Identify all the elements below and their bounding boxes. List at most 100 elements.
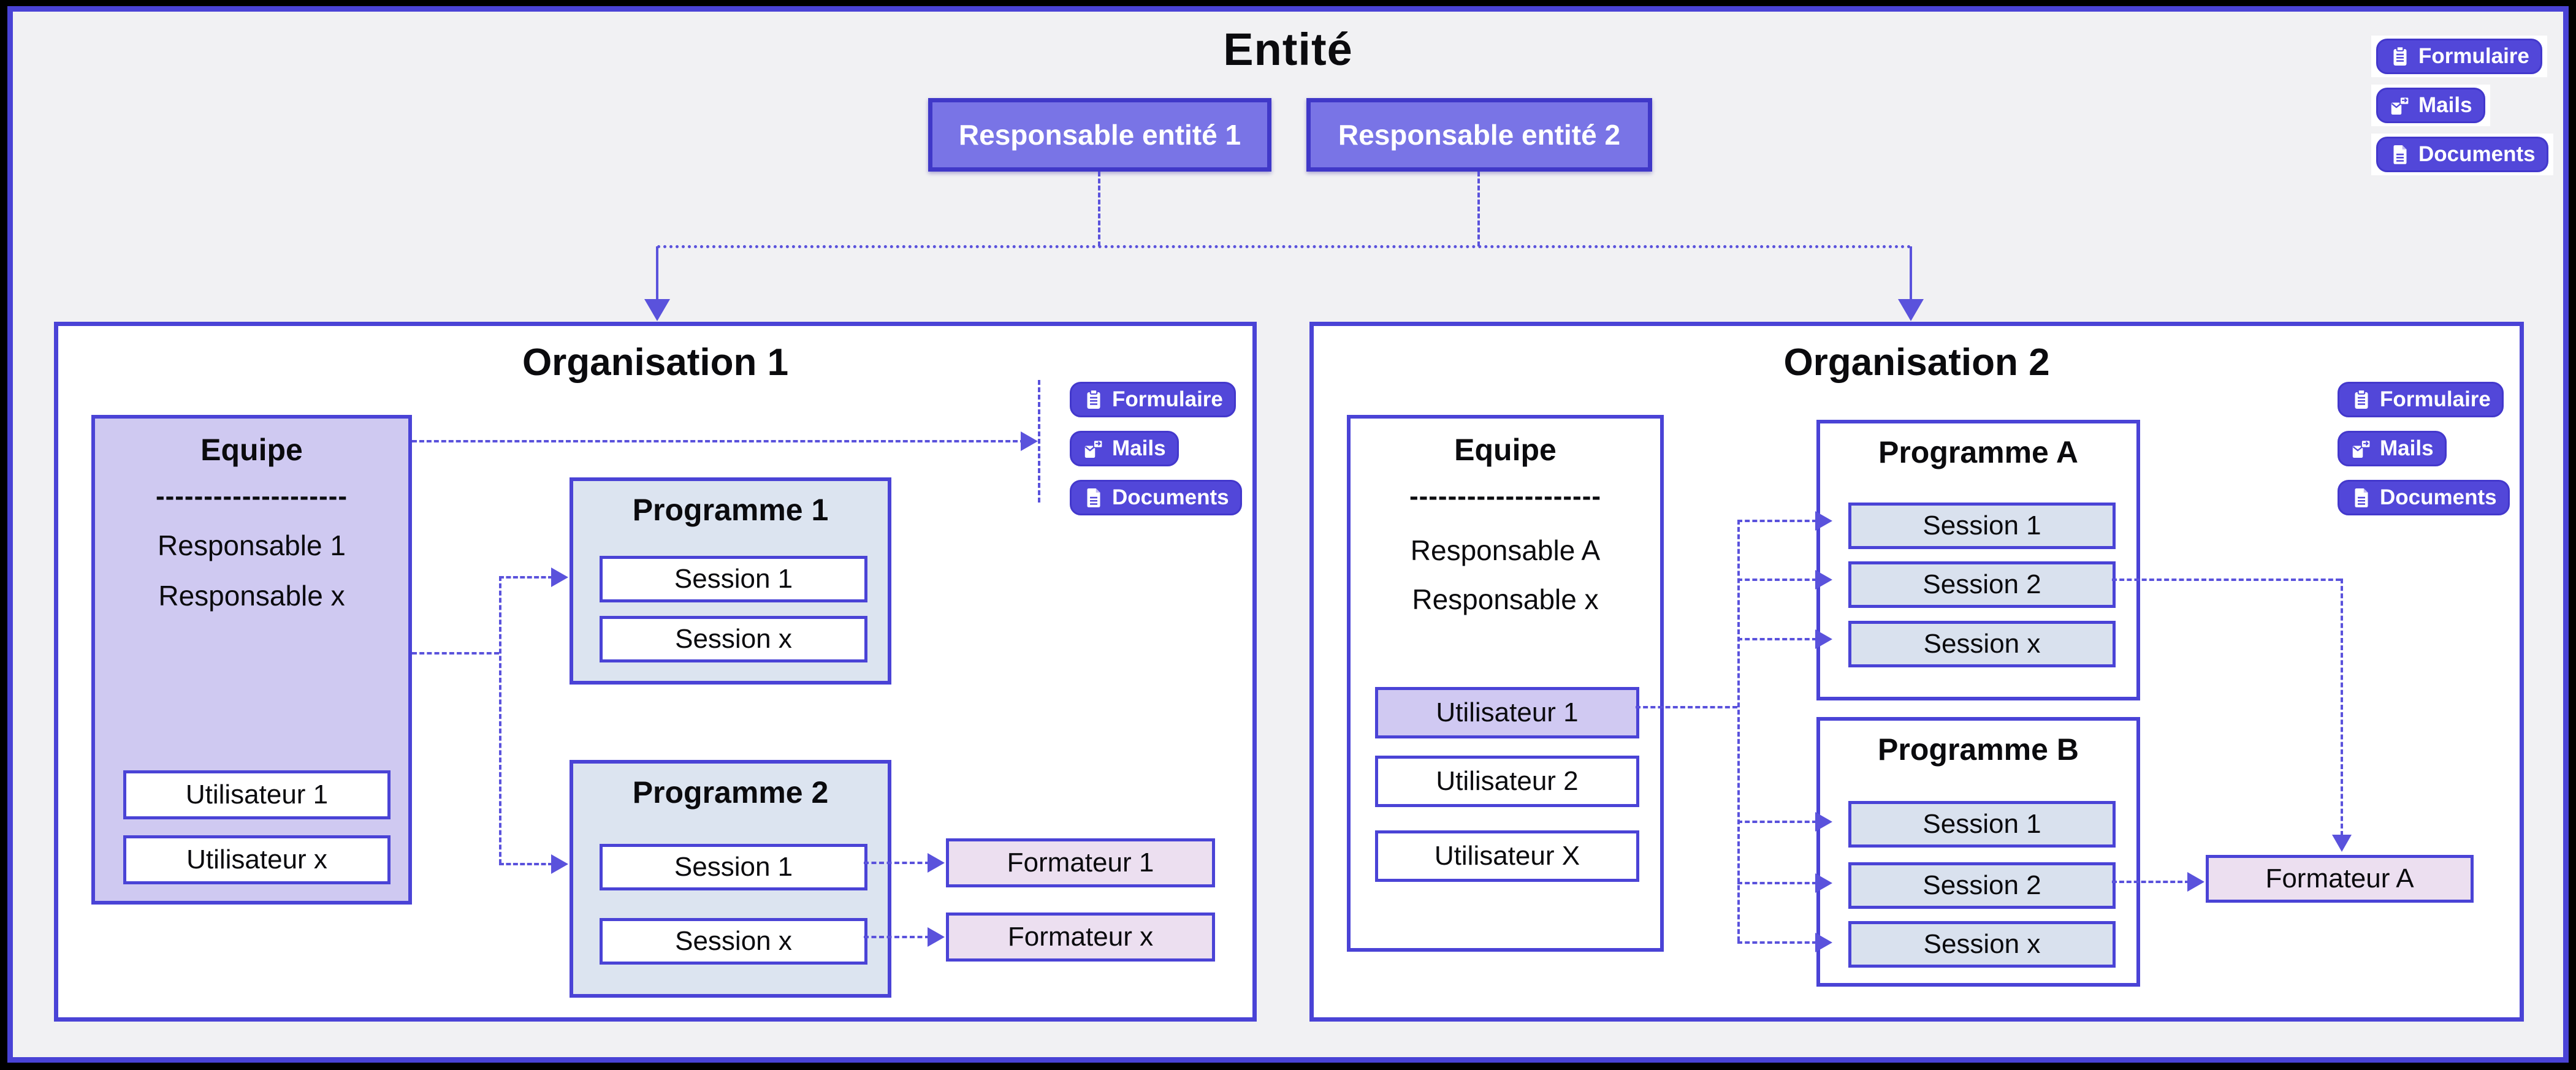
org1-documents-badge-label: Documents bbox=[1112, 485, 1229, 509]
org1-equipe-box: Equipe -------------------- Responsable … bbox=[91, 415, 412, 905]
org2-documents-badge[interactable]: Documents bbox=[2333, 477, 2515, 518]
page-title: Entité bbox=[1223, 24, 1353, 75]
org2-progb-session-1[interactable]: Session 1 bbox=[1848, 801, 2116, 848]
org1-programme-1-title: Programme 1 bbox=[632, 493, 829, 527]
org1-prog1-session-x[interactable]: Session x bbox=[600, 616, 867, 662]
org2-proga-session-2[interactable]: Session 2 bbox=[1848, 561, 2116, 608]
org1-utilisateur-1[interactable]: Utilisateur 1 bbox=[123, 770, 391, 819]
org1-utilisateur-x-label: Utilisateur x bbox=[186, 844, 327, 875]
org2-programme-b-title: Programme B bbox=[1878, 732, 2079, 767]
org1-prog2-session-x[interactable]: Session x bbox=[600, 918, 867, 965]
responsable-entite-2-button[interactable]: Responsable entité 2 bbox=[1306, 98, 1652, 172]
arrow-down-formateur-a-icon bbox=[2332, 835, 2352, 852]
mails-badge-label: Mails bbox=[2418, 93, 2472, 117]
arrow-right-progb-s1-icon bbox=[1815, 812, 1832, 832]
org2-progb-session-x[interactable]: Session x bbox=[1848, 921, 2116, 968]
arrow-right-prog1-icon bbox=[551, 567, 568, 587]
org1-programme-1-box: Programme 1 Session 1 Session x bbox=[570, 477, 891, 685]
org1-documents-badge[interactable]: Documents bbox=[1065, 477, 1247, 518]
arrow-right-progb-sx-icon bbox=[1815, 933, 1832, 952]
org2-formateur-a-label: Formateur A bbox=[2265, 863, 2414, 894]
org2-proga-session-1-label: Session 1 bbox=[1922, 510, 2041, 541]
connector-entity-bus bbox=[657, 245, 1911, 248]
formulaire-badge-label: Formulaire bbox=[2418, 44, 2529, 68]
connector-to-progb-sx bbox=[1737, 941, 1817, 944]
connector-proga-s2-out bbox=[2112, 579, 2341, 581]
connector-org1-to-prog1 bbox=[499, 576, 553, 579]
org2-utilisateur-2[interactable]: Utilisateur 2 bbox=[1375, 756, 1639, 807]
org2-proga-session-2-label: Session 2 bbox=[1922, 569, 2041, 599]
org2-mails-badge[interactable]: Mails bbox=[2333, 428, 2452, 469]
org2-proga-session-1[interactable]: Session 1 bbox=[1848, 503, 2116, 549]
org1-formateur-1[interactable]: Formateur 1 bbox=[946, 838, 1215, 887]
connector-sessionx-formateurx bbox=[864, 936, 930, 938]
org2-progb-session-x-label: Session x bbox=[1923, 929, 2041, 959]
org2-programme-a-title: Programme A bbox=[1878, 435, 2079, 469]
connector-org2-session-rail bbox=[1737, 520, 1740, 941]
org2-utilisateur-x-label: Utilisateur X bbox=[1434, 841, 1580, 871]
responsable-entite-1-button[interactable]: Responsable entité 1 bbox=[928, 98, 1271, 172]
connector-org1-equipe-out bbox=[412, 652, 499, 655]
documents-badge-label: Documents bbox=[2418, 142, 2536, 166]
org1-prog1-session-1-label: Session 1 bbox=[674, 564, 793, 594]
document-icon bbox=[1087, 488, 1100, 507]
org1-utilisateur-x[interactable]: Utilisateur x bbox=[123, 835, 391, 884]
org1-utilisateur-1-label: Utilisateur 1 bbox=[185, 780, 329, 810]
connector-to-org1 bbox=[656, 246, 658, 300]
org2-formateur-a[interactable]: Formateur A bbox=[2206, 855, 2474, 903]
formulaire-badge[interactable]: Formulaire bbox=[2371, 36, 2547, 77]
clipboard-icon bbox=[2393, 46, 2407, 66]
mails-icon bbox=[1084, 439, 1103, 458]
arrow-down-org2-icon bbox=[1898, 299, 1924, 321]
org2-proga-session-x[interactable]: Session x bbox=[1848, 621, 2116, 667]
connector-progb-s2-formateur-a bbox=[2112, 881, 2190, 883]
org2-mails-badge-label: Mails bbox=[2380, 436, 2434, 460]
org2-responsable-x: Responsable x bbox=[1412, 583, 1599, 615]
org1-equipe-title: Equipe bbox=[200, 433, 303, 467]
org1-prog2-session-1[interactable]: Session 1 bbox=[600, 844, 867, 890]
org2-progb-session-1-label: Session 1 bbox=[1922, 809, 2041, 839]
connector-proga-s2-drop bbox=[2341, 579, 2343, 836]
arrow-right-formateur-a-icon bbox=[2187, 872, 2204, 892]
mails-badge[interactable]: Mails bbox=[2371, 85, 2490, 126]
document-icon bbox=[2355, 488, 2368, 507]
org1-formateur-x-label: Formateur x bbox=[1007, 922, 1154, 952]
mails-icon bbox=[2352, 439, 2371, 458]
org1-responsable-1: Responsable 1 bbox=[158, 529, 346, 561]
org1-equipe-separator: -------------------- bbox=[155, 481, 348, 511]
connector-to-progb-s1 bbox=[1737, 821, 1817, 823]
connector-org1-toolbox-rail bbox=[1038, 380, 1040, 503]
org1-responsable-x: Responsable x bbox=[158, 580, 345, 612]
responsable-entite-2-label: Responsable entité 2 bbox=[1338, 119, 1621, 151]
org1-prog2-session-1-label: Session 1 bbox=[674, 852, 793, 882]
org1-toolbox-badges: Formulaire Mails bbox=[1065, 379, 1247, 518]
org1-formulaire-badge-label: Formulaire bbox=[1112, 387, 1223, 411]
connector-utilisateur1-out bbox=[1636, 706, 1737, 708]
org2-utilisateur-x[interactable]: Utilisateur X bbox=[1375, 830, 1639, 882]
org1-formulaire-badge[interactable]: Formulaire bbox=[1065, 379, 1241, 420]
org1-mails-badge[interactable]: Mails bbox=[1065, 428, 1184, 469]
organisation-1-title: Organisation 1 bbox=[522, 341, 789, 384]
arrow-right-prog2-icon bbox=[551, 854, 568, 874]
org1-formateur-x[interactable]: Formateur x bbox=[946, 913, 1215, 962]
documents-badge[interactable]: Documents bbox=[2371, 134, 2553, 175]
org2-proga-session-x-label: Session x bbox=[1923, 629, 2041, 659]
org1-prog1-session-1[interactable]: Session 1 bbox=[600, 556, 867, 602]
org2-progb-session-2[interactable]: Session 2 bbox=[1848, 862, 2116, 909]
mails-icon bbox=[2391, 96, 2410, 115]
org2-documents-badge-label: Documents bbox=[2380, 485, 2497, 509]
org2-utilisateur-1[interactable]: Utilisateur 1 bbox=[1375, 687, 1639, 738]
org1-programme-2-box: Programme 2 Session 1 Session x bbox=[570, 760, 891, 998]
org2-equipe-box: Equipe -------------------- Responsable … bbox=[1347, 415, 1664, 952]
connector-to-proga-s2 bbox=[1737, 579, 1817, 581]
connector-org1-equipe-to-toolbox bbox=[412, 440, 1025, 442]
org2-utilisateur-1-label: Utilisateur 1 bbox=[1436, 697, 1579, 727]
org1-programme-2-title: Programme 2 bbox=[632, 775, 829, 810]
org2-equipe-title: Equipe bbox=[1454, 433, 1557, 467]
org2-formulaire-badge[interactable]: Formulaire bbox=[2333, 379, 2509, 420]
org2-programme-a-box: Programme A Session 1 Session 2 Session … bbox=[1816, 420, 2140, 700]
clipboard-icon bbox=[2355, 389, 2368, 409]
org2-equipe-separator: -------------------- bbox=[1409, 481, 1602, 511]
toolbox-badges-top: Formulaire Mails Docume bbox=[2371, 36, 2553, 175]
